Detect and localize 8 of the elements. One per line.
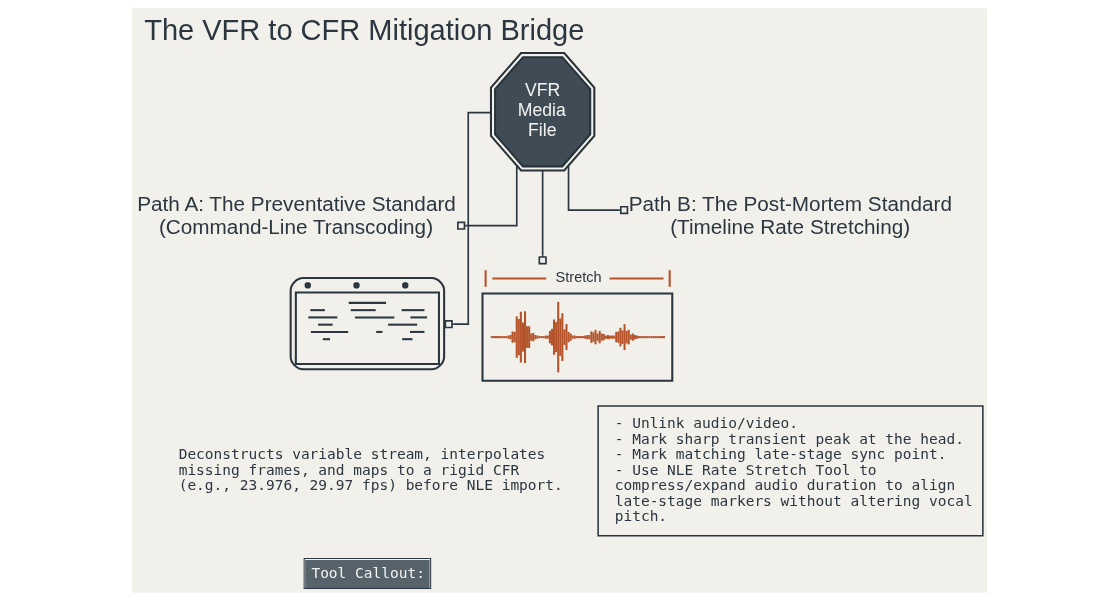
diagram-title: The VFR to CFR Mitigation Bridge — [143, 13, 584, 46]
node-label: Stretch — [555, 269, 602, 286]
connector — [567, 165, 628, 215]
node-box: - Unlink audio/video. - Mark sharp transient peak at the head. - Mark matching late-stage sync point. - Use NLE Rate Stretch Tool to compress/expand audio duration to align late-stage markers without altering vocal pitch. — [596, 405, 984, 537]
label: Deconstructs variable stream, interpolates missing frames, and maps to a rigid CFR (e.g., 23.976, 29.97 fps) before NLE import. — [178, 446, 563, 494]
connector — [444, 111, 491, 329]
node-text: Path B: The Post-Mortem Standard (Timeline Rate Stretching) — [628, 192, 952, 238]
node-text: Path A: The Preventative Standard (Command-Line Transcoding) — [136, 192, 456, 238]
